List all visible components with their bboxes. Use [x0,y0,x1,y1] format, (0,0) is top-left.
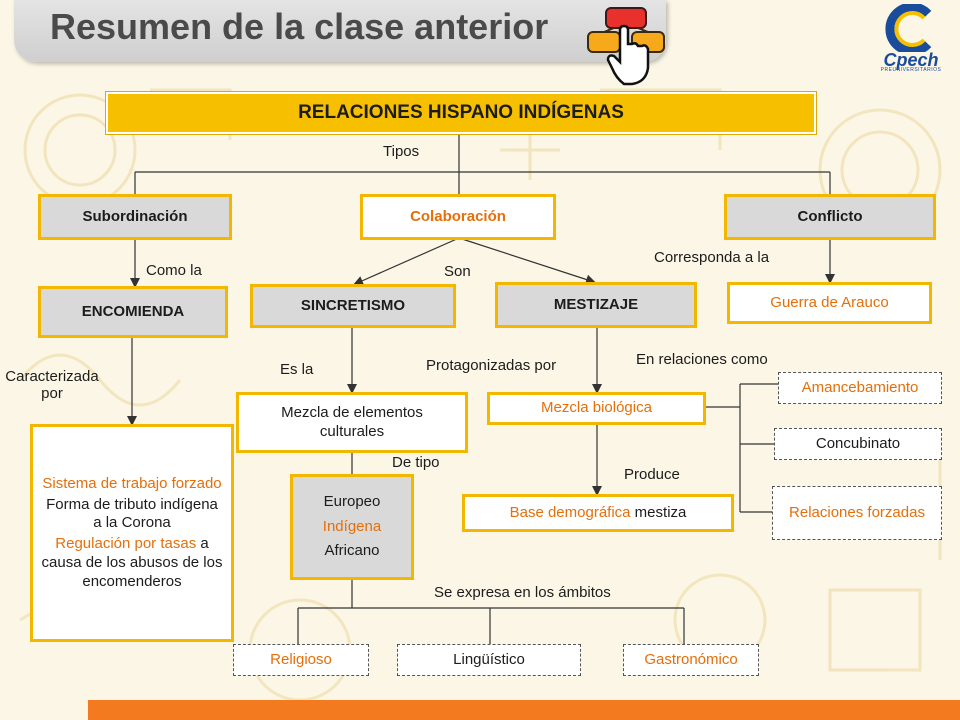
node-relaciones-forzadas: Relaciones forzadas [772,486,942,540]
node-colaboracion: Colaboración [360,194,556,240]
tipo-europeo: Europeo [323,492,381,510]
node-linguistico-label: Lingüístico [453,650,525,668]
label-protagonizadas: Protagonizadas por [426,357,557,374]
node-mezcla-biologica-label: Mezcla biológica [541,399,652,417]
label-produce: Produce [624,466,680,483]
cpech-c-icon [885,2,932,56]
root-node: RELACIONES HISPANO INDÍGENAS [106,92,816,134]
node-base-demografica: Base demográfica mestiza [462,494,734,532]
label-como-la: Como la [146,262,202,279]
base-rest: mestiza [630,503,687,521]
label-se-expresa: Se expresa en los ámbitos [434,584,611,601]
label-es-la: Es la [280,361,314,378]
tipo-indigena: Indígena [322,517,382,535]
label-de-tipo: De tipo [392,454,440,471]
node-gastronomico-label: Gastronómico [644,650,738,668]
sistema-line-1: Sistema de trabajo forzado [42,474,222,492]
node-base-demografica-text: Base demográfica mestiza [510,504,687,523]
label-en-relaciones: En relaciones como [636,351,768,368]
sistema-line-2: Forma de tributo indígena a la Corona [46,495,218,532]
node-encomienda-label: ENCOMIENDA [81,302,185,320]
sistema-line-3-rest: a causa de los abusos de los encomendero… [41,535,223,590]
label-corresponda: Corresponda a la [654,249,770,266]
cpech-logo: Cpech PREUNIVERSITARIOS [866,2,956,74]
sistema-line-3: Regulación por tasas a causa de los abus… [41,535,223,591]
node-mezcla-biologica: Mezcla biológica [487,392,706,425]
base-highlight: Base demográfica [509,503,631,521]
logo-text: Cpech [883,50,939,70]
page-title: Resumen de la clase anterior [50,6,549,47]
node-gastronomico: Gastronómico [623,644,759,676]
sistema-line-3-highlight: Regulación por tasas [55,535,197,552]
node-concubinato: Concubinato [774,428,942,460]
node-subordinacion: Subordinación [38,194,232,240]
node-conflicto-label: Conflicto [797,207,863,225]
label-son: Son [444,263,471,280]
node-relaciones-forzadas-label: Relaciones forzadas [789,503,925,521]
node-tipos-culturales: Europeo Indígena Africano [290,474,414,580]
tipo-africano: Africano [324,542,380,560]
node-religioso: Religioso [233,644,369,676]
node-guerra-arauco-label: Guerra de Arauco [770,293,889,311]
hand-click-icon [587,7,665,86]
bottom-bar [88,700,960,720]
node-mezcla-elementos-label: Mezcla de elementos culturales [281,403,423,440]
title-bar: Resumen de la clase anterior [14,0,666,86]
node-concubinato-label: Concubinato [815,434,901,452]
node-amancebamiento: Amancebamiento [778,372,942,404]
node-mestizaje: MESTIZAJE [495,282,697,328]
node-encomienda: ENCOMIENDA [38,286,228,338]
label-tipos: Tipos [383,143,420,160]
node-linguistico: Lingüístico [397,644,581,676]
node-sincretismo-label: SINCRETISMO [300,296,406,314]
node-conflicto: Conflicto [724,194,936,240]
node-guerra-arauco: Guerra de Arauco [727,282,932,324]
node-mestizaje-label: MESTIZAJE [553,295,639,313]
node-sincretismo: SINCRETISMO [250,284,456,328]
node-religioso-label: Religioso [270,650,332,668]
node-amancebamiento-label: Amancebamiento [801,378,919,396]
node-subordinacion-label: Subordinación [82,207,188,225]
root-label: RELACIONES HISPANO INDÍGENAS [298,102,624,124]
node-colaboracion-label: Colaboración [410,207,506,225]
node-mezcla-elementos: Mezcla de elementos culturales [236,392,468,453]
logo-subtext: PREUNIVERSITARIOS [880,67,942,73]
node-sistema-trabajo: Sistema de trabajo forzado Forma de trib… [30,424,234,642]
label-caracterizada: Caracterizada por [5,368,99,402]
